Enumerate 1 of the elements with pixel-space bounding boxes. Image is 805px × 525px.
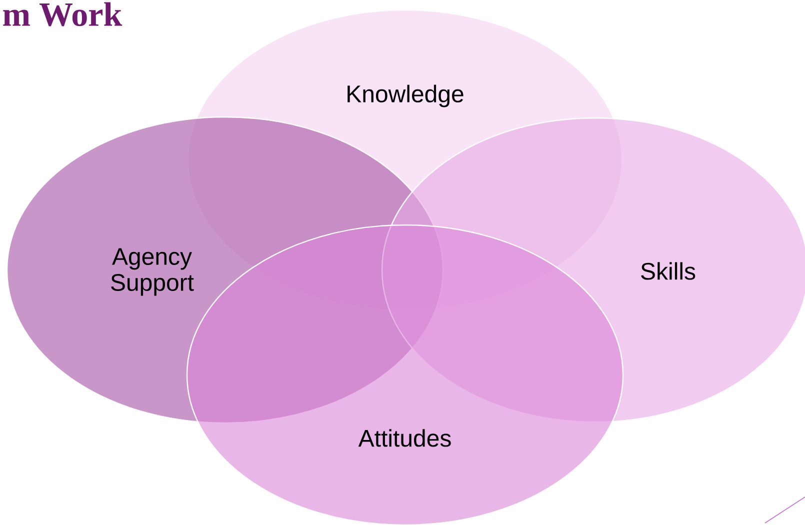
- title: m Work: [3, 2, 122, 26]
